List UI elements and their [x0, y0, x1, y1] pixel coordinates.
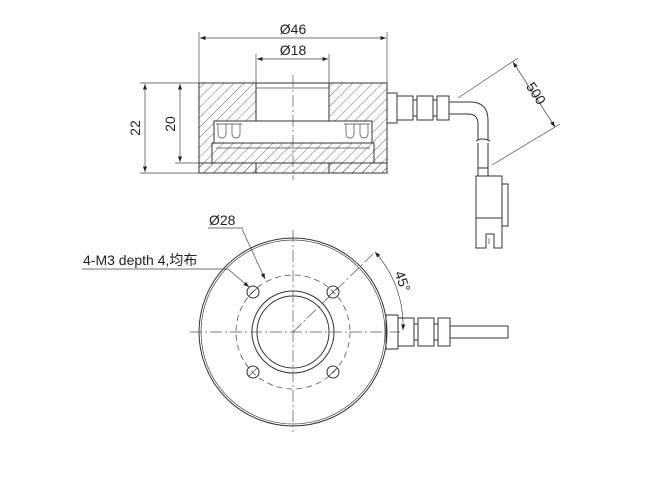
front-view: 45° Ø28 4-M3 depth 4,均布 [82, 212, 509, 432]
dim-outer-diameter: Ø46 [280, 21, 307, 37]
bottom-ring-right [328, 162, 388, 174]
mounting-holes [246, 285, 340, 379]
cable-front [450, 325, 509, 339]
mounting-hole-spec: 4-M3 depth 4,均布 [83, 252, 197, 268]
led-array [216, 123, 370, 139]
dim-bore-diameter: Ø18 [280, 42, 307, 58]
cable-top [449, 101, 489, 140]
dim-body-height: 20 [162, 116, 178, 132]
dim-pcd: Ø28 [209, 212, 236, 228]
section-view: Ø46 Ø18 22 20 5 [127, 21, 561, 249]
dim-total-height: 22 [127, 120, 143, 136]
bottom-ring-left [198, 162, 257, 174]
cable-gland-top [386, 92, 450, 124]
dim-angle: 45° [392, 269, 414, 294]
cable-gland-front [385, 314, 451, 350]
bore [255, 82, 330, 122]
connector [475, 167, 509, 249]
